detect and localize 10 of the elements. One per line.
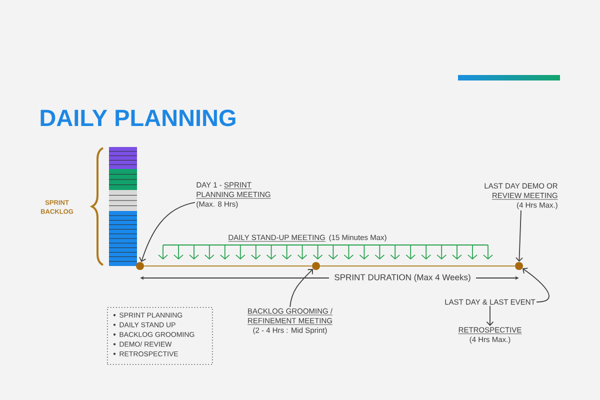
timeline-dot: [136, 262, 144, 270]
annotation: SPRINT DURATION (Max 4 Weeks): [334, 274, 470, 282]
arrow: [139, 202, 196, 262]
arrow: [290, 268, 314, 308]
timeline-dot: [312, 262, 320, 270]
title: DAILY PLANNING: [40, 110, 236, 126]
timeline-dot: [515, 262, 523, 270]
arrow: [516, 210, 523, 262]
arrow: [522, 268, 550, 302]
arrow: [486, 305, 494, 326]
